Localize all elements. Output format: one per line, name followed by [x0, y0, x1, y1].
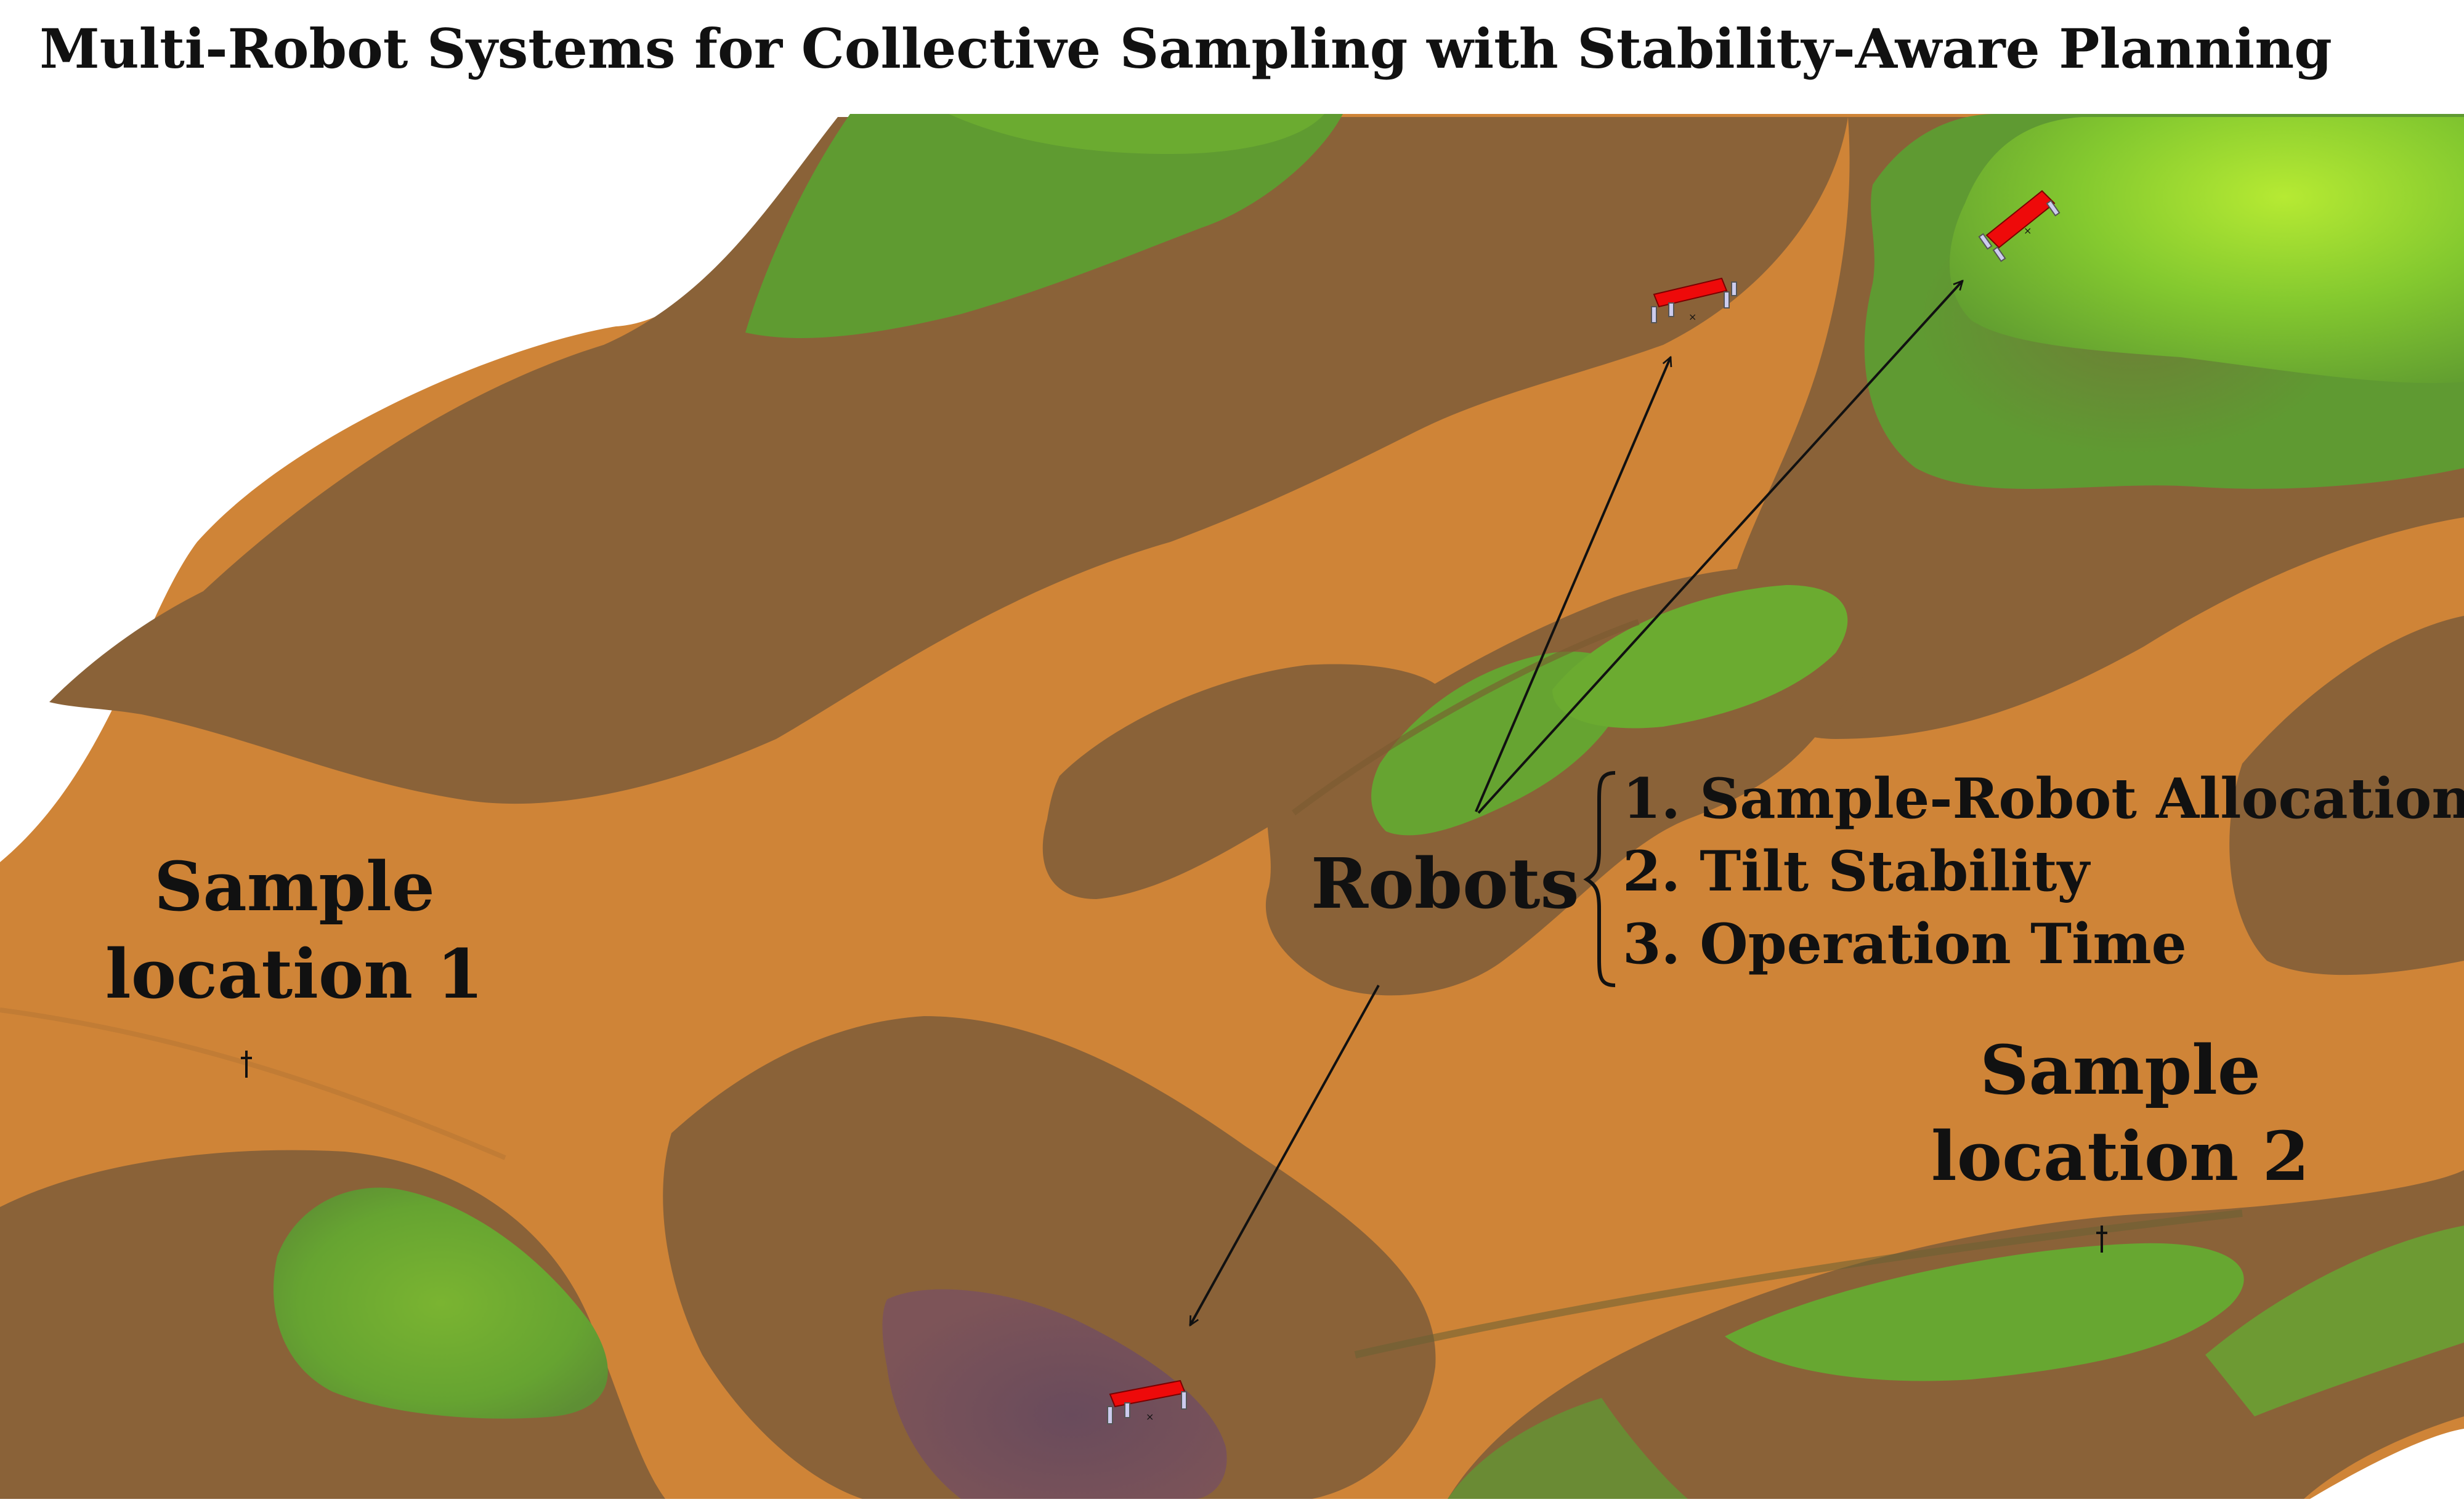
robot-rover-icon: ×	[1978, 190, 2061, 262]
sample-location-1-label-line2: location 1	[105, 934, 484, 1014]
criteria-brace	[1583, 771, 1616, 987]
sample-marker-1	[241, 1051, 252, 1078]
sample-location-2-label-line1: Sample	[1980, 1030, 2261, 1110]
figure-title: Multi-Robot Systems for Collective Sampl…	[39, 17, 2332, 81]
sample-location-1-label-line1: Sample	[154, 847, 435, 926]
green-hill-top-left	[745, 114, 1343, 338]
arrow-to-robot-1	[1475, 357, 1671, 812]
arrow-to-robot-2	[1477, 281, 1963, 814]
robot-rover-icon: ×	[1107, 1379, 1187, 1424]
arrow-to-robot-3	[1189, 985, 1380, 1325]
ridge-seams	[0, 619, 2243, 1359]
green-hill-center	[1371, 585, 1848, 836]
svg-text:×: ×	[1688, 311, 1696, 323]
criterion-operation-time: 3. Operation Time	[1623, 911, 2187, 977]
criterion-allocation: 1. Sample-Robot Allocation	[1623, 766, 2464, 831]
allocation-arrows	[1189, 281, 1963, 1325]
green-hill-lower-left	[274, 1187, 608, 1419]
robot-rover-icon: ×	[1651, 277, 1737, 323]
svg-text:×: ×	[1146, 1411, 1154, 1423]
svg-text:×: ×	[2024, 225, 2032, 236]
green-hill-upper-right	[1864, 114, 2464, 489]
sample-marker-2	[2096, 1225, 2107, 1253]
sample-location-2-label-line2: location 2	[1931, 1116, 2309, 1196]
robots-label: Robots	[1311, 844, 1579, 924]
criterion-tilt-stability: 2. Tilt Stability	[1623, 839, 2091, 904]
green-hill-lower-right	[1448, 1225, 2464, 1499]
basin-depression	[882, 1289, 1227, 1499]
